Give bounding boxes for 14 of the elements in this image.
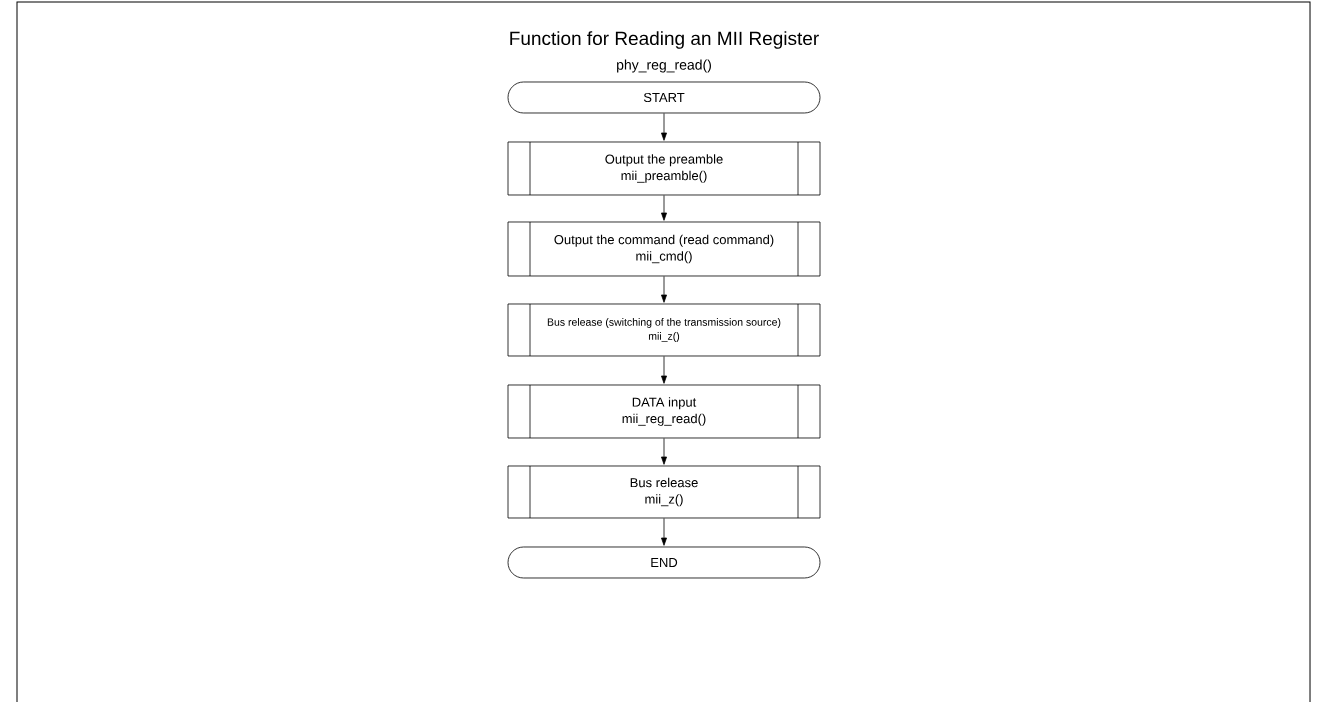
terminator: START <box>507 81 821 114</box>
subroutine-box: Bus release mii_z() <box>507 465 821 519</box>
title: Function for Reading an MII Register <box>510 31 819 49</box>
subroutine-box: Bus release (switching of the transmission source) mii_z() <box>507 303 821 357</box>
subroutine-box: Output the preamble mii_preamble() <box>507 141 821 196</box>
subroutine-box: DATA input mii_reg_read() <box>507 384 821 439</box>
terminator: END <box>507 546 821 579</box>
arrow <box>661 195 667 221</box>
arrow <box>661 276 667 303</box>
arrow <box>661 113 667 141</box>
arrow <box>661 356 667 384</box>
arrow <box>661 438 667 465</box>
subroutine-box: Output the command (read command) mii_cmd() <box>507 221 821 277</box>
arrow <box>661 518 667 546</box>
